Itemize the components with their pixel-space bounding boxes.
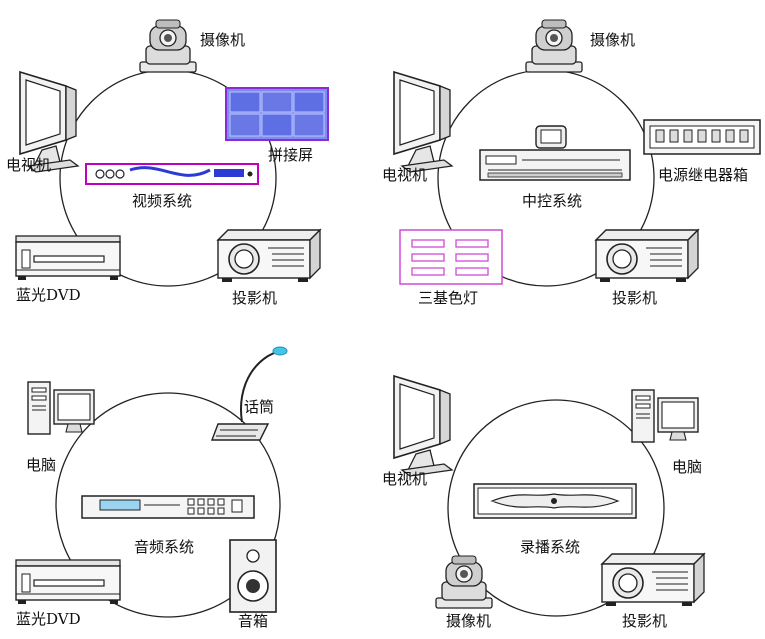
label-video-wall: 拼接屏 <box>268 146 313 164</box>
label-pc: 电脑 <box>26 456 56 474</box>
diagram-video-system: 摄像机 电视机 拼接屏 蓝光DVD 投影机 视频系统 <box>6 19 329 307</box>
label-tv: 电视机 <box>382 166 427 184</box>
center-label: 中控系统 <box>522 192 582 210</box>
gooseneck-mic-icon <box>210 346 288 441</box>
label-bluray: 蓝光DVD <box>16 286 81 304</box>
label-tv: 电视机 <box>6 156 51 174</box>
projector-icon <box>601 553 705 607</box>
control-host-icon <box>479 149 631 181</box>
three-color-lamp-icon <box>399 229 503 285</box>
label-three-color-lamp: 三基色灯 <box>418 289 478 307</box>
camera-icon <box>525 19 583 73</box>
diagram-central-control-system: 摄像机 电视机 电源继电器箱 三基色灯 投影机 中控系统 <box>382 19 761 307</box>
label-tv: 电视机 <box>382 470 427 488</box>
desktop-pc-icon <box>631 389 699 443</box>
camera-icon <box>139 19 197 73</box>
video-matrix-icon <box>85 163 259 185</box>
tv-monitor-icon <box>393 375 453 477</box>
camera-icon <box>435 555 493 609</box>
projector-icon <box>595 229 699 283</box>
label-speaker: 音箱 <box>238 612 268 630</box>
relay-box-icon <box>643 119 761 155</box>
label-bluray: 蓝光DVD <box>16 610 81 628</box>
label-projector: 投影机 <box>232 289 277 307</box>
center-label: 视频系统 <box>132 192 192 210</box>
diagram-recording-system: 电视机 电脑 摄像机 投影机 录播系统 <box>382 375 705 630</box>
label-relay-box: 电源继电器箱 <box>658 166 748 184</box>
connection-ring <box>447 399 665 617</box>
label-projector: 投影机 <box>612 289 657 307</box>
tv-monitor-icon <box>393 71 453 173</box>
video-wall-icon <box>225 87 329 141</box>
audio-processor-icon <box>81 495 255 519</box>
connection-ring <box>55 392 281 618</box>
recorder-rack-icon <box>473 483 637 519</box>
label-camera: 摄像机 <box>590 31 635 49</box>
projector-icon <box>217 229 321 283</box>
center-label: 音频系统 <box>134 538 194 556</box>
label-projector: 投影机 <box>622 612 667 630</box>
label-camera: 摄像机 <box>446 612 491 630</box>
center-label: 录播系统 <box>520 538 580 556</box>
bluray-player-icon <box>15 559 121 605</box>
diagram-audio-system: 电脑 话筒 蓝光DVD 音箱 音频系统 <box>15 346 288 630</box>
speaker-icon <box>229 539 277 613</box>
desktop-pc-icon <box>27 381 95 435</box>
label-pc: 电脑 <box>672 458 702 476</box>
touch-panel-icon <box>535 125 567 149</box>
bluray-player-icon <box>15 235 121 281</box>
label-mic: 话筒 <box>244 398 274 416</box>
label-camera: 摄像机 <box>200 31 245 49</box>
